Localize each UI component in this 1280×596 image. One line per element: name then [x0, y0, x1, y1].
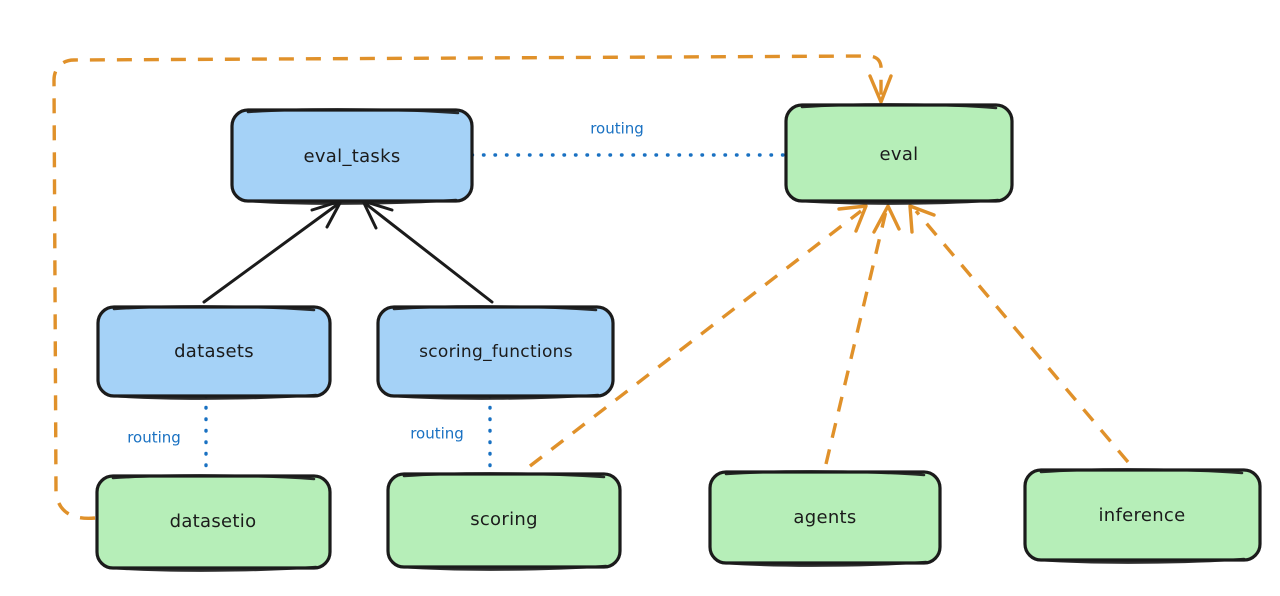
node-label-agents: agents	[793, 507, 856, 528]
edge-scoring-to-eval	[528, 204, 868, 468]
edge-inference-to-eval	[908, 204, 1130, 464]
node-label-datasetio: datasetio	[170, 511, 257, 532]
node-label-eval-tasks: eval_tasks	[303, 146, 400, 167]
node-inference[interactable]: inference	[1023, 468, 1262, 564]
edge-label-routing-scoring: routing	[410, 425, 464, 443]
node-label-eval: eval	[880, 144, 919, 165]
node-label-datasets: datasets	[174, 341, 254, 362]
edge-label-routing-eval: routing	[590, 120, 644, 138]
node-eval-tasks[interactable]: eval_tasks	[230, 108, 474, 205]
edge-eval-tasks-to-eval-routing: routing	[470, 120, 788, 157]
node-eval[interactable]: eval	[784, 103, 1014, 205]
node-scoring[interactable]: scoring	[386, 472, 622, 571]
edge-datasetio-to-eval	[52, 54, 893, 520]
edge-datasets-to-eval-tasks	[202, 199, 343, 304]
node-datasets[interactable]: datasets	[96, 305, 332, 400]
edge-label-routing-datasetio: routing	[127, 429, 181, 447]
edge-agents-to-eval	[824, 204, 901, 465]
node-datasetio[interactable]: datasetio	[95, 474, 332, 572]
node-label-inference: inference	[1099, 505, 1186, 526]
edge-scoring-functions-to-eval-tasks	[361, 199, 494, 304]
node-scoring-functions[interactable]: scoring_functions	[376, 305, 615, 400]
edge-scoring-functions-to-scoring-routing: routing	[410, 394, 492, 476]
edge-datasets-to-datasetio-routing: routing	[127, 394, 208, 478]
node-label-scoring-functions: scoring_functions	[419, 342, 573, 362]
node-agents[interactable]: agents	[708, 470, 942, 567]
node-label-scoring: scoring	[470, 509, 538, 530]
